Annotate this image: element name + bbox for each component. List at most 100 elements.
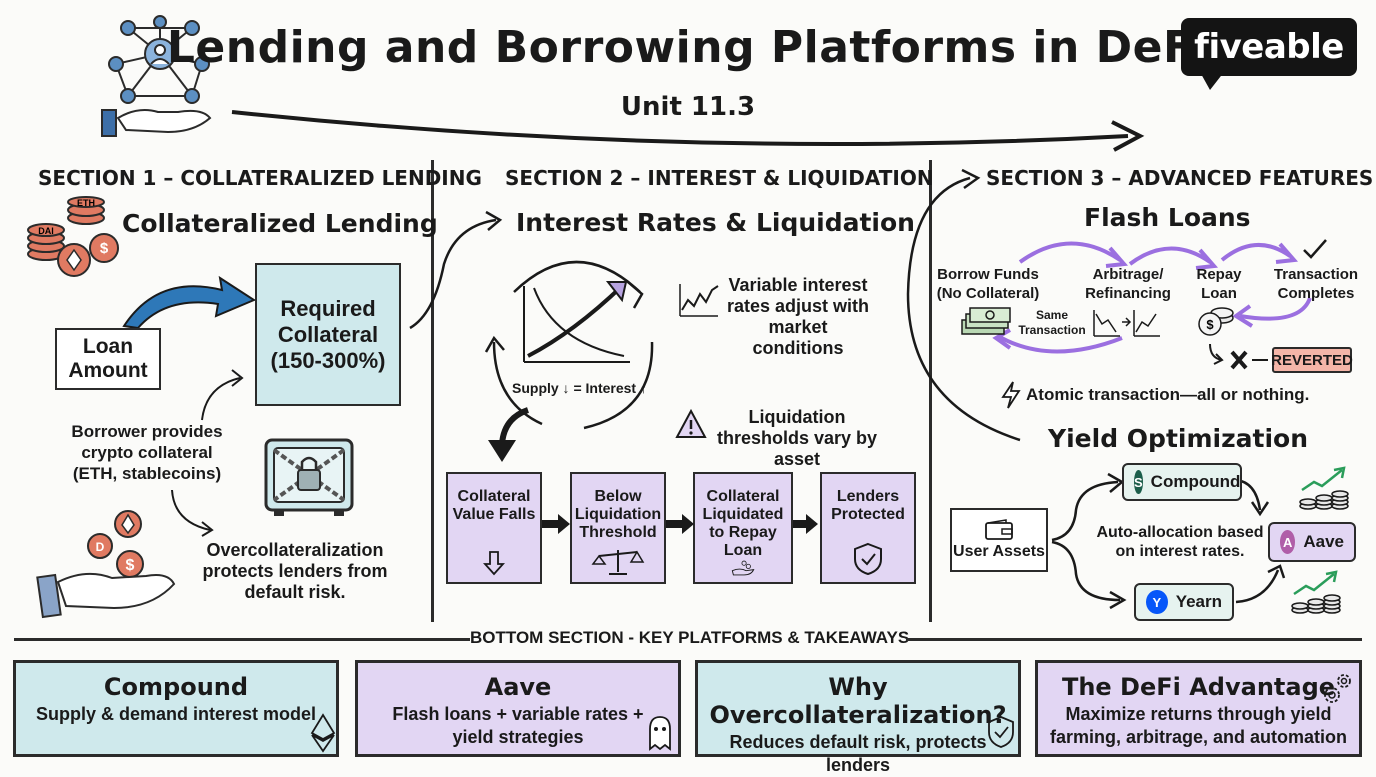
same-transaction-label: Same Transaction	[1018, 308, 1086, 337]
card-defi-advantage-title: The DeFi Advantage	[1061, 673, 1336, 701]
flow-step-lenders-protected: Lenders Protected	[820, 472, 916, 584]
card-defi-advantage-text: Maximize returns through yield farming, …	[1049, 704, 1348, 747]
loan-amount-box: Loan Amount	[55, 328, 161, 390]
reverted-x-icon	[1209, 343, 1268, 370]
gears-icon	[1324, 674, 1351, 703]
network-hand-icon	[101, 15, 212, 137]
flash-step-arbitrage: Arbitrage/ Refinancing	[1085, 266, 1171, 302]
threshold-note: Liquidation thresholds vary by asset	[716, 407, 878, 469]
flash-step-completes: Transaction Completes	[1273, 266, 1359, 302]
logo-speech-tail	[1200, 72, 1224, 90]
market-chart-icon	[679, 284, 719, 317]
variable-rate-note: Variable interest rates adjust with mark…	[726, 275, 870, 358]
aave-logo-icon: A	[1280, 530, 1296, 554]
hand-coin-icon	[731, 560, 755, 576]
yield-branch-arrows	[1051, 472, 1286, 610]
card-compound-title: Compound	[103, 673, 249, 701]
unit-label: Unit 11.3	[620, 92, 756, 122]
yearn-pill[interactable]: Y Yearn	[1134, 583, 1234, 621]
scale-icon	[591, 550, 645, 575]
growth-coins-icon-bottom	[1291, 570, 1341, 614]
lightning-icon	[1001, 381, 1021, 409]
flow-step-1-label: Collateral Value Falls	[452, 488, 536, 523]
flash-step-borrow: Borrow Funds (No Collateral)	[936, 266, 1040, 302]
card-compound-text: Supply & demand interest model	[35, 704, 317, 724]
down-arrow-icon	[483, 551, 505, 576]
interest-cycle-diagram	[484, 260, 654, 430]
flow-step-2-label: Below Liquidation Threshold	[574, 488, 662, 541]
arrow-to-overcollateral	[171, 489, 214, 537]
chart-caption: Supply ↓ = Interest ↑	[512, 380, 647, 396]
section1-heading: SECTION 1 – COLLATERALIZED LENDING	[38, 166, 482, 190]
cash-stack-icon	[961, 307, 1011, 335]
section1-subheading: Collateralized Lending	[122, 209, 438, 238]
borrower-note: Borrower provides crypto collateral (ETH…	[71, 422, 223, 483]
fiveable-logo[interactable]: fiveable	[1181, 18, 1357, 76]
reverted-badge: REVERTED	[1271, 347, 1353, 373]
card-overcollateralization-text: Reduces default risk, protects lenders	[729, 732, 987, 775]
warning-icon	[675, 408, 707, 438]
arbitrage-charts-icon	[1093, 310, 1160, 337]
page-title: Lending and Borrowing Platforms in DeFi	[166, 22, 1210, 73]
user-assets-box: User Assets	[950, 508, 1048, 572]
compound-pill[interactable]: S Compound	[1122, 463, 1242, 501]
flash-loans-title: Flash Loans	[1084, 203, 1251, 232]
flow-step-below-threshold: Below Liquidation Threshold	[570, 472, 666, 584]
card-compound: Compound Supply & demand interest model	[13, 660, 339, 757]
reverted-label: REVERTED	[1271, 351, 1353, 369]
shield-check-icon	[988, 716, 1014, 748]
svg-text:D: D	[96, 540, 105, 554]
arrow-into-section2	[409, 210, 503, 330]
required-collateral-box: Required Collateral (150-300%)	[255, 263, 401, 406]
locked-vault-icon	[264, 438, 354, 516]
bottom-heading: BOTTOM SECTION - KEY PLATFORMS & TAKEAWA…	[470, 628, 910, 647]
yearn-logo-icon: Y	[1146, 590, 1168, 614]
wallet-icon	[985, 519, 1013, 540]
flow-step-3-label: Collateral Liquidated to Repay Loan	[702, 488, 784, 559]
card-aave-title: Aave	[484, 673, 552, 701]
card-aave: Aave Flash loans + variable rates + yiel…	[355, 660, 681, 757]
svg-text:$: $	[100, 240, 109, 257]
section2-heading: SECTION 2 – INTEREST & LIQUIDATION	[505, 166, 934, 190]
repay-coin-icon: $	[1198, 307, 1234, 336]
svg-text:$: $	[1206, 317, 1214, 332]
flow-arrows	[542, 514, 818, 534]
checkmark-icon	[1303, 239, 1327, 259]
yearn-pill-label: Yearn	[1175, 592, 1222, 611]
yield-optimization-title: Yield Optimization	[1048, 424, 1308, 453]
card-overcollateralization: Why Overcollateralization? Reduces defau…	[695, 660, 1021, 775]
hand-coins-icon: D $	[36, 510, 176, 619]
crypto-coins-icon: ETH DAI $	[27, 196, 119, 277]
section3-loop-arrow	[906, 168, 1021, 442]
section2-subheading: Interest Rates & Liquidation	[516, 208, 915, 237]
overcollateral-note: Overcollateralization protects lenders f…	[202, 540, 388, 602]
ghost-icon	[649, 716, 671, 751]
atomic-note: Atomic transaction—all or nothing.	[1026, 385, 1310, 404]
bottom-rule-right	[906, 638, 1362, 641]
section3-heading: SECTION 3 – ADVANCED FEATURES	[986, 166, 1374, 190]
card-overcollateralization-title: Why Overcollateralization?	[709, 673, 1007, 729]
card-aave-text: Flash loans + variable rates + yield str…	[392, 704, 644, 747]
section-divider-1	[431, 160, 434, 622]
blue-curved-arrow	[122, 275, 257, 330]
eth-coin-label: ETH	[77, 198, 95, 208]
growth-coins-icon-top	[1299, 466, 1349, 510]
flow-step-collateral-falls: Collateral Value Falls	[446, 472, 542, 584]
auto-allocation-note: Auto-allocation based on interest rates.	[1096, 524, 1264, 560]
shield-check-icon	[854, 542, 882, 576]
flash-step-repay: Repay Loan	[1196, 266, 1242, 302]
compound-logo-icon: S	[1134, 470, 1143, 494]
svg-text:$: $	[126, 557, 135, 574]
section-divider-2	[929, 160, 932, 622]
card-defi-advantage: The DeFi Advantage Maximize returns thro…	[1035, 660, 1362, 757]
header-curved-arrow	[231, 110, 1145, 152]
loan-amount-label: Loan Amount	[68, 335, 148, 382]
flow-step-4-label: Lenders Protected	[831, 488, 905, 523]
down-thick-arrow	[488, 407, 530, 462]
required-collateral-label: Required Collateral (150-300%)	[270, 295, 386, 373]
aave-pill[interactable]: A Aave	[1268, 522, 1356, 562]
dai-coin-label: DAI	[38, 226, 54, 236]
aave-pill-label: Aave	[1303, 532, 1344, 551]
compound-pill-label: Compound	[1150, 472, 1241, 491]
bottom-rule-left	[14, 638, 470, 641]
